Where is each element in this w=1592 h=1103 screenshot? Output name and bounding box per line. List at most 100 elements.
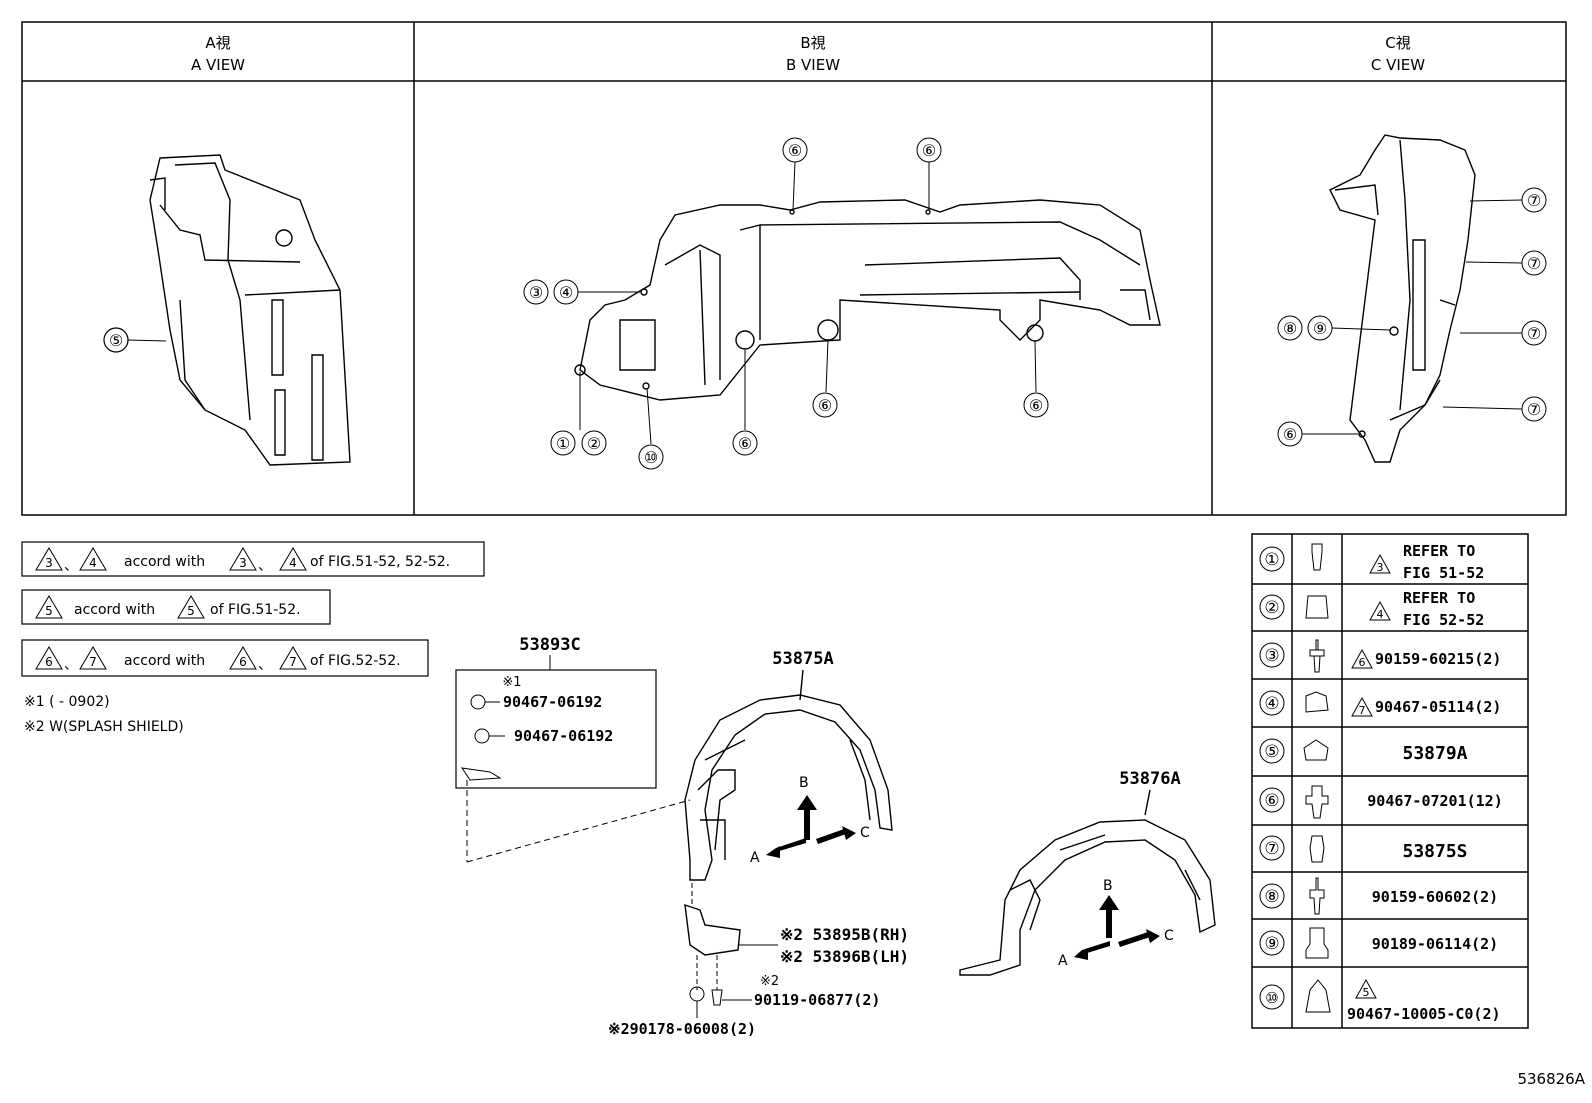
view-b-title-en: B VIEW [786,56,840,74]
view-c-title-en: C VIEW [1371,56,1425,74]
legend-row-8: ⑧ 90159-60602(2) [1259,877,1498,915]
fir-tree-clip-icon [1305,979,1331,1013]
svg-text:※290178-06008(2): ※290178-06008(2) [608,1020,756,1038]
svg-text:90159-60215(2): 90159-60215(2) [1375,650,1501,668]
svg-text:5: 5 [45,604,53,618]
svg-text:FIG 51-52: FIG 51-52 [1403,564,1484,582]
svg-text:C: C [860,825,870,841]
svg-text:⑥: ⑥ [738,434,752,453]
nut-icon [1305,927,1329,959]
note-box-1: 3 、 4 accord with 3 、 4 of FIG.51-52, 52… [21,541,485,577]
svg-text:FIG 52-52: FIG 52-52 [1403,611,1484,629]
svg-text:②: ② [1264,598,1279,618]
view-b-title-jp: B視 [800,34,825,52]
svg-text:②: ② [587,434,601,453]
part-53875A-arrows: B A C [750,775,870,866]
svg-text:B: B [1103,878,1113,894]
svg-text:53876A: 53876A [1119,769,1180,789]
view-a-drawing [149,154,351,466]
svg-text:※2 53895B(RH): ※2 53895B(RH) [780,925,909,944]
svg-text:④: ④ [559,283,573,302]
svg-text:7: 7 [289,655,297,669]
svg-text:5: 5 [1363,986,1370,999]
svg-text:90119-06877(2): 90119-06877(2) [754,991,880,1009]
note-box-2: 5 accord with 5 of FIG.51-52. [21,589,331,625]
svg-text:※2 53896B(LH): ※2 53896B(LH) [780,947,909,966]
svg-text:4: 4 [289,556,297,570]
svg-text:、: 、 [258,657,272,673]
svg-text:⑦: ⑦ [1527,400,1541,419]
part-53876A: 53876A [959,769,1216,976]
svg-text:90467-06192: 90467-06192 [514,727,613,745]
svg-text:⑨: ⑨ [1313,319,1327,338]
view-b-drawing [574,199,1161,401]
svg-text:REFER TO: REFER TO [1403,589,1475,607]
svg-text:53875A: 53875A [772,649,833,669]
svg-text:⑩: ⑩ [644,448,658,467]
svg-text:of FIG.52-52.: of FIG.52-52. [310,653,401,669]
svg-text:3: 3 [1377,561,1384,574]
svg-text:⑧: ⑧ [1264,887,1279,907]
svg-text:⑨: ⑨ [1264,934,1279,954]
svg-text:90467-06192: 90467-06192 [503,693,602,711]
svg-text:⑥: ⑥ [788,141,802,160]
svg-text:C: C [1164,928,1174,944]
svg-text:A: A [750,850,760,866]
svg-text:5: 5 [187,604,195,618]
nut-icon [1305,595,1329,619]
view-frame [21,21,1567,516]
svg-text:⑩: ⑩ [1265,989,1278,1007]
svg-text:⑥: ⑥ [1264,791,1279,811]
legend-row-10: ⑩ 5 90467-10005-C0(2) [1259,978,1501,1023]
svg-text:accord with: accord with [74,602,155,618]
svg-text:accord with: accord with [124,653,205,669]
svg-text:⑤: ⑤ [109,331,123,350]
svg-text:⑦: ⑦ [1264,839,1279,859]
legend-row-3: ③ 6 90159-60215(2) [1259,639,1501,673]
svg-text:4: 4 [89,556,97,570]
legend-row-9: ⑨ 90189-06114(2) [1259,927,1498,959]
bolt-icon [1305,785,1329,819]
svg-text:⑥: ⑥ [922,141,936,160]
view-a-callout-5: ⑤ [103,327,167,353]
svg-text:of FIG.51-52, 52-52.: of FIG.51-52, 52-52. [310,554,450,570]
svg-text:B: B [799,775,809,791]
svg-text:③: ③ [1264,646,1279,666]
svg-text:of FIG.51-52.: of FIG.51-52. [210,602,301,618]
push-clip-icon [1309,835,1325,863]
svg-text:③: ③ [529,283,543,302]
view-a-title-jp: A視 [205,34,230,52]
svg-text:6: 6 [1359,656,1366,669]
legend-row-7: ⑦ 53875S [1259,835,1468,863]
view-c-callouts: ⑦ ⑦ ⑦ ⑦ ⑧ ⑨ ⑥ [1277,187,1547,447]
svg-text:※2: ※2 [760,974,779,989]
clip-icon [1311,543,1323,571]
svg-text:6: 6 [45,655,53,669]
svg-text:A: A [1058,953,1068,969]
legend-row-1: ① 3 REFER TO FIG 51-52 [1259,542,1484,582]
legend-rows: ① 3 REFER TO FIG 51-52 ② 4 REFER TO FIG … [1259,542,1503,1023]
svg-text:⑧: ⑧ [1283,319,1297,338]
svg-text:90467-05114(2): 90467-05114(2) [1375,698,1501,716]
clip-nut-icon [1305,691,1329,713]
svg-text:3: 3 [239,556,247,570]
svg-text:※1: ※1 [502,675,521,690]
note-box-3: 6 、 7 accord with 6 、 7 of FIG.52-52. [21,639,429,677]
legend-row-4: ④ 7 90467-05114(2) [1259,690,1501,717]
svg-text:④: ④ [1264,694,1279,714]
svg-text:90189-06114(2): 90189-06114(2) [1372,935,1498,953]
svg-text:90467-07201(12): 90467-07201(12) [1367,792,1502,810]
svg-text:53875S: 53875S [1402,841,1467,862]
svg-text:4: 4 [1377,608,1384,621]
legend-row-2: ② 4 REFER TO FIG 52-52 [1259,589,1484,629]
svg-text:90467-10005-C0(2): 90467-10005-C0(2) [1347,1005,1501,1023]
svg-text:53879A: 53879A [1402,743,1467,764]
retainer-icon [1303,739,1329,761]
svg-text:3: 3 [45,556,53,570]
screw-icon [1309,877,1325,915]
view-b-callouts: ⑥ ⑥ ③ ④ ① ② ⑩ ⑥ ⑥ ⑥ [523,137,1049,470]
svg-text:⑦: ⑦ [1527,254,1541,273]
svg-text:、: 、 [64,558,78,574]
svg-text:53893C: 53893C [519,635,580,655]
view-c-title-jp: C視 [1385,34,1410,52]
